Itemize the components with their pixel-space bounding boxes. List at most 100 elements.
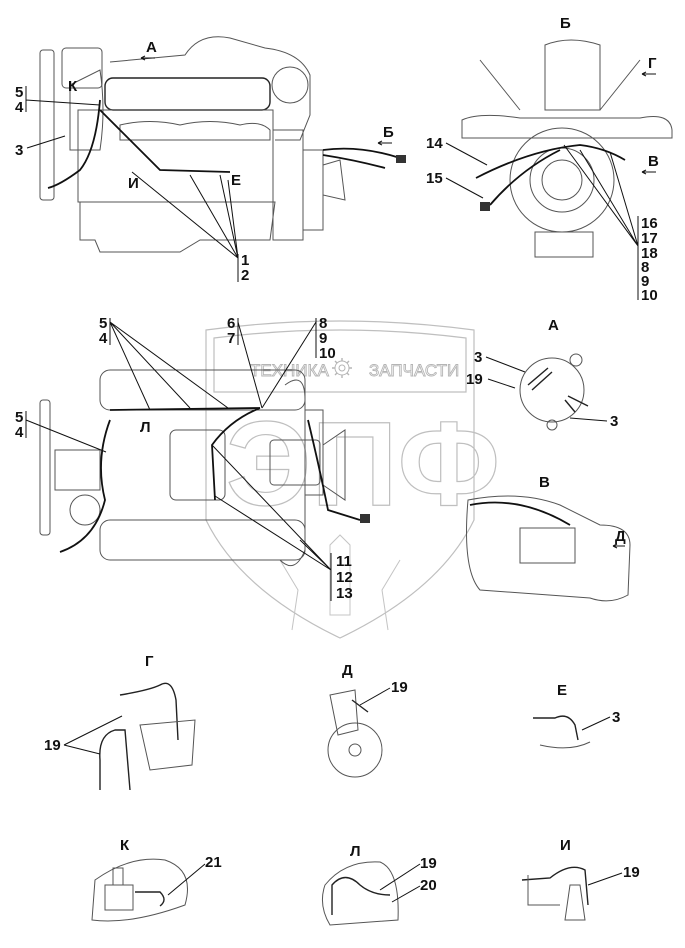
wheat-emblem: [279, 534, 401, 631]
callout-3-a1: 3: [474, 349, 482, 366]
view-arrow-a: [140, 55, 155, 61]
intake-manifold-front: [544, 39, 601, 111]
harness-front: [475, 144, 626, 179]
detail-g-title: Г: [145, 653, 154, 670]
gearbox-flange: [302, 149, 324, 231]
leader-3-a2: [569, 417, 608, 422]
intake-pipe: [109, 36, 311, 141]
detail-marker-k: К: [68, 78, 78, 95]
callout-6: 6: [227, 315, 235, 332]
detail-l-outline: [321, 861, 399, 926]
turbocharger: [271, 66, 309, 104]
leader-6-7: [237, 318, 263, 409]
watermark-shield: [205, 320, 475, 639]
callout-3-a2: 3: [610, 413, 618, 430]
terminal-lug-d: [351, 699, 369, 713]
leader-stack: [563, 144, 639, 300]
callout-10: 10: [641, 287, 658, 304]
sensor-i: [564, 884, 586, 921]
leader-19-l: [379, 863, 421, 891]
oil-filter: [69, 494, 101, 526]
cylinder-banks: [479, 59, 641, 111]
wiring-lead-rear: [322, 147, 401, 159]
leader-3-e: [581, 716, 611, 731]
leader-5-4-left: [25, 411, 107, 453]
harness-top-rear: [307, 419, 361, 521]
detail-marker-l: Л: [140, 419, 151, 436]
view-arrow-b: [377, 140, 392, 146]
callout-9: 9: [319, 330, 327, 347]
protective-cap-e: [533, 715, 579, 741]
detail-l-title: Л: [350, 843, 361, 860]
leader-5-4: [25, 86, 101, 112]
detail-k-outline: [91, 858, 188, 922]
detail-e-title: Е: [557, 682, 567, 699]
detail-v-title: В: [539, 474, 550, 491]
turbo-top: [269, 439, 321, 486]
fan-pulley: [39, 49, 55, 201]
engine-top-view: Л 5 4 5 4 6 7 8 9 10 11 12 13: [15, 315, 370, 602]
callout-19-i: 19: [623, 864, 640, 881]
callout-4: 4: [15, 99, 24, 116]
flywheel-housing: [272, 129, 304, 241]
protective-cap-lower: [99, 729, 131, 791]
leader-15: [445, 177, 484, 199]
view-arrow-v: [641, 169, 656, 175]
terminal-lugs: [527, 367, 553, 391]
leader-8-9-10: [261, 318, 317, 409]
view-arrow-d-label: Д: [615, 528, 626, 545]
detail-e: Е 3: [533, 682, 620, 749]
view-arrow-b-label: Б: [383, 124, 394, 141]
starter-end-plate: [327, 722, 383, 778]
sensor-k-top: [112, 867, 124, 886]
callout-19-a: 19: [466, 371, 483, 388]
callout-19-g: 19: [44, 737, 61, 754]
front-view-title: Б: [560, 15, 571, 32]
water-pump: [54, 449, 101, 491]
callout-10: 10: [319, 345, 336, 362]
callout-21: 21: [205, 854, 222, 871]
wiring-harness: [47, 99, 101, 189]
leader-20: [391, 885, 421, 903]
leader-3: [26, 135, 66, 149]
callout-9: 9: [641, 273, 649, 290]
leader-19-i: [587, 872, 623, 886]
callout-12: 12: [336, 569, 353, 586]
crank-hub: [541, 159, 583, 201]
watermark: ТЕХНИКА ЗАПЧАСТИ ЭПФ: [205, 320, 501, 639]
callout-5-top: 5: [99, 315, 107, 332]
engine-side-view: А Б К И Е 5 4 3 1 2: [15, 36, 406, 284]
protective-cap-l: [331, 876, 391, 915]
starter-motor: [519, 527, 576, 564]
callout-15: 15: [426, 170, 443, 187]
mount-ear-2: [546, 419, 558, 431]
callout-5-left: 5: [15, 409, 23, 426]
callout-3: 3: [15, 142, 23, 159]
detail-marker-e: Е: [231, 172, 241, 189]
mount-ear: [569, 353, 583, 367]
callout-14: 14: [426, 135, 443, 152]
callout-11: 11: [336, 553, 352, 570]
wiring-lead-rear-2: [322, 154, 386, 169]
leader-21: [167, 863, 206, 896]
leader-19-g: [63, 715, 123, 755]
valve-cover: [104, 77, 271, 111]
callout-2: 2: [241, 267, 249, 284]
detail-a-title: А: [548, 317, 559, 334]
detail-a: А 3 19 3: [466, 317, 618, 431]
fan-top: [39, 399, 51, 536]
watermark-shield-inner: [213, 329, 467, 393]
watermark-right-text: ЗАПЧАСТИ: [369, 361, 459, 380]
view-arrow-d: [612, 543, 625, 549]
callout-1: 1: [241, 252, 249, 269]
detail-marker-i: И: [128, 175, 139, 192]
wire-21: [135, 891, 165, 907]
fan-hub: [61, 47, 103, 89]
connector-15: [480, 202, 490, 211]
engine-front-view: Б Г В 14 15 16 17 18 8 9 10: [426, 15, 673, 304]
callout-7: 7: [227, 330, 235, 347]
gear-icon: [332, 358, 352, 378]
sensor-k: [104, 884, 134, 911]
harness-top-center: [211, 407, 261, 501]
callout-20: 20: [420, 877, 437, 894]
